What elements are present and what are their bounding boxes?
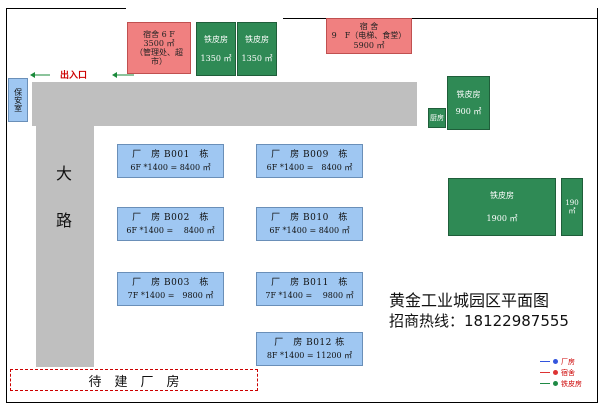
shed-4-name: 铁皮房 <box>490 190 514 200</box>
factory-b002-name: 厂 房 B002 栋 <box>132 212 209 223</box>
dorm-building-2: 宿 舍 9 F（电梯、食堂） 5900 ㎡ <box>326 18 412 54</box>
factory-b003-detail: 7F *1400 = 9800 ㎡ <box>127 291 214 301</box>
dorm-1-line4: 市） <box>151 57 167 67</box>
factory-b003: 厂 房 B003 栋 7F *1400 = 9800 ㎡ <box>117 272 224 306</box>
legend-dorm: 宿舍 <box>540 367 596 378</box>
factory-b010-name: 厂 房 B010 栋 <box>271 212 348 223</box>
dorm-2-line1: 宿 舍 <box>359 22 379 32</box>
legend-shed-label: 铁皮房 <box>561 379 582 388</box>
shed-4-area: 1900 ㎡ <box>486 214 518 223</box>
boundary-top <box>6 8 126 9</box>
dorm-1-line1: 宿舍 6 F <box>143 29 175 39</box>
factory-b012-name: 厂 房 B012 栋 <box>274 337 345 348</box>
factory-b010: 厂 房 B010 栋 6F *1400 = 8400 ㎡ <box>256 207 363 241</box>
legend-dorm-line-icon <box>540 372 550 373</box>
steel-shed-1: 铁皮房 1350 ㎡ <box>196 22 236 76</box>
guard-room-label: 保安室 <box>13 88 23 112</box>
dorm-2-line3: 5900 ㎡ <box>353 40 385 50</box>
dorm-1-line3: （管理处、超 <box>135 48 183 57</box>
kitchen-label: 厨房 <box>430 113 444 122</box>
factory-b001-name: 厂 房 B001 栋 <box>132 149 209 160</box>
shed-3-area: 900 ㎡ <box>455 107 482 116</box>
legend-shed: 铁皮房 <box>540 378 596 389</box>
entrance-label: 出入口 <box>60 71 88 81</box>
shed-5-area: 190 ㎡ <box>565 198 579 215</box>
road-horizontal <box>32 82 417 126</box>
legend-dorm-dot-icon <box>553 370 558 375</box>
steel-shed-4: 铁皮房 1900 ㎡ <box>448 178 556 236</box>
steel-shed-5: 190 ㎡ <box>561 178 583 236</box>
factory-b002: 厂 房 B002 栋 6F *1400 = 8400 ㎡ <box>117 207 224 241</box>
factory-b011-detail: 7F *1400 = 9800 ㎡ <box>265 291 354 301</box>
factory-b003-name: 厂 房 B003 栋 <box>132 277 209 288</box>
legend-factory-dot-icon <box>553 359 558 364</box>
steel-shed-3: 铁皮房 900 ㎡ <box>447 76 490 130</box>
dorm-2-line2: 9 F（电梯、食堂） <box>331 31 407 41</box>
hotline: 招商热线：18122987555 <box>389 312 569 330</box>
guard-room: 保安室 <box>8 78 28 122</box>
entrance-arrow-icon <box>30 72 134 78</box>
factory-b012: 厂 房 B012 栋 8F *1400 = 11200 ㎡ <box>256 332 363 366</box>
road-label-top: 大 <box>56 164 73 183</box>
factory-b009-detail: 6F *1400 = 8400 ㎡ <box>266 163 353 173</box>
factory-b010-detail: 6F *1400 = 8400 ㎡ <box>269 226 350 236</box>
shed-1-area: 1350 ㎡ <box>200 54 232 63</box>
boundary-right <box>597 8 598 403</box>
factory-b001: 厂 房 B001 栋 6F *1400 = 8400 ㎡ <box>117 144 224 178</box>
factory-b002-detail: 6F *1400 = 8400 ㎡ <box>126 226 215 236</box>
steel-shed-2: 铁皮房 1350 ㎡ <box>237 22 277 76</box>
entrance-marker: 出入口 <box>30 70 150 81</box>
kitchen-building: 厨房 <box>428 108 446 128</box>
factory-b009: 厂 房 B009 栋 6F *1400 = 8400 ㎡ <box>256 144 363 178</box>
factory-b011-name: 厂 房 B011 栋 <box>271 277 348 288</box>
legend-factory-line-icon <box>540 361 550 362</box>
legend-factory-label: 厂房 <box>561 357 575 366</box>
map-legend: 厂房 宿舍 铁皮房 <box>540 356 596 389</box>
shed-2-area: 1350 ㎡ <box>241 54 273 63</box>
dorm-1-line2: 3500 ㎡ <box>143 38 175 48</box>
shed-3-name: 铁皮房 <box>456 89 481 99</box>
factory-b011: 厂 房 B011 栋 7F *1400 = 9800 ㎡ <box>256 272 363 306</box>
road-vertical <box>36 82 94 367</box>
legend-shed-line-icon <box>540 383 550 384</box>
map-title: 黄金工业城园区平面图 <box>389 291 550 310</box>
legend-dorm-label: 宿舍 <box>561 368 575 377</box>
factory-b009-name: 厂 房 B009 栋 <box>271 149 348 160</box>
reserved-factory-area: 待 建 厂 房 <box>10 369 258 391</box>
boundary-top-right <box>283 18 597 19</box>
shed-2-name: 铁皮房 <box>245 34 269 44</box>
dorm-building-1: 宿舍 6 F 3500 ㎡ （管理处、超 市） <box>127 22 191 74</box>
legend-factory: 厂房 <box>540 356 596 367</box>
factory-b001-detail: 6F *1400 = 8400 ㎡ <box>130 163 211 173</box>
boundary-left <box>6 8 7 403</box>
legend-shed-dot-icon <box>553 381 558 386</box>
road-label-bottom: 路 <box>56 211 73 230</box>
factory-b012-detail: 8F *1400 = 11200 ㎡ <box>266 351 353 361</box>
reserved-label: 待 建 厂 房 <box>88 374 180 390</box>
shed-1-name: 铁皮房 <box>204 34 228 44</box>
boundary-bottom <box>6 402 598 403</box>
